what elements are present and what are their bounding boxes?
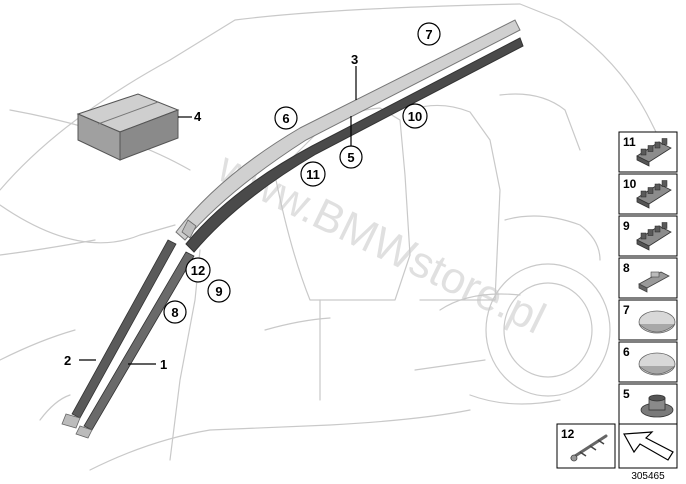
clip-10-icon xyxy=(636,180,672,209)
legend-item-number: 7 xyxy=(623,303,630,317)
legend-item-11: 11 xyxy=(618,131,678,173)
legend-item-number: 11 xyxy=(623,135,636,149)
legend-item-7: 7 xyxy=(618,299,678,341)
callout-9: 9 xyxy=(215,284,222,299)
legend-item-6: 6 xyxy=(618,341,678,383)
legend-item-8: 8 xyxy=(618,257,678,299)
callout-labels: 4 3 7 6 10 5 11 12 9 8 1 2 xyxy=(64,22,441,372)
leader-lines xyxy=(79,66,357,365)
parts-legend: 11 10 9 8 7 6 5 xyxy=(618,131,678,425)
legend-item-10: 10 xyxy=(618,173,678,215)
legend-item-number: 9 xyxy=(623,219,630,233)
legend-bottom: 12 xyxy=(556,423,678,469)
callout-9-circle xyxy=(207,279,231,303)
callout-1: 1 xyxy=(160,357,167,372)
legend-item-box xyxy=(618,257,678,299)
callout-5-circle xyxy=(339,145,363,169)
legend-item-number: 6 xyxy=(623,345,630,359)
callout-2: 2 xyxy=(64,353,71,368)
callout-10-circle xyxy=(402,103,428,129)
callout-11-circle xyxy=(300,161,326,187)
callout-11: 11 xyxy=(306,167,320,182)
grommet-5-icon xyxy=(640,394,674,418)
callout-6: 6 xyxy=(282,111,289,126)
clip-9-icon xyxy=(636,222,672,251)
callout-7-circle xyxy=(417,22,441,46)
watermark: www.BMWstore.pl xyxy=(210,143,553,344)
callout-8-circle xyxy=(163,300,187,324)
callout-3: 3 xyxy=(351,52,358,67)
cap-6-icon xyxy=(638,352,676,376)
callout-6-circle xyxy=(274,106,298,130)
legend-item-12-box xyxy=(556,423,616,469)
legend-item-9: 9 xyxy=(618,215,678,257)
legend-item-number: 5 xyxy=(623,387,630,401)
legend-item-12-number: 12 xyxy=(561,427,575,441)
clip-11-icon xyxy=(636,138,672,167)
reference-number: 305465 xyxy=(631,471,665,482)
callout-12: 12 xyxy=(191,263,205,278)
callout-5: 5 xyxy=(347,150,354,165)
tool-12-icon xyxy=(570,434,608,462)
callout-4: 4 xyxy=(194,109,202,124)
callout-7: 7 xyxy=(425,27,432,42)
callout-12-circle xyxy=(185,257,211,283)
callout-10: 10 xyxy=(408,109,422,124)
cap-7-icon xyxy=(638,310,676,334)
part-4-box xyxy=(76,93,180,161)
legend-item-5: 5 xyxy=(618,383,678,425)
arrow-icon xyxy=(623,431,674,461)
roof-moulding-parts xyxy=(61,19,524,439)
legend-item-number: 8 xyxy=(623,261,630,275)
callout-8: 8 xyxy=(171,305,178,320)
legend-item-number: 10 xyxy=(623,177,637,191)
clip-8-icon xyxy=(638,271,670,293)
